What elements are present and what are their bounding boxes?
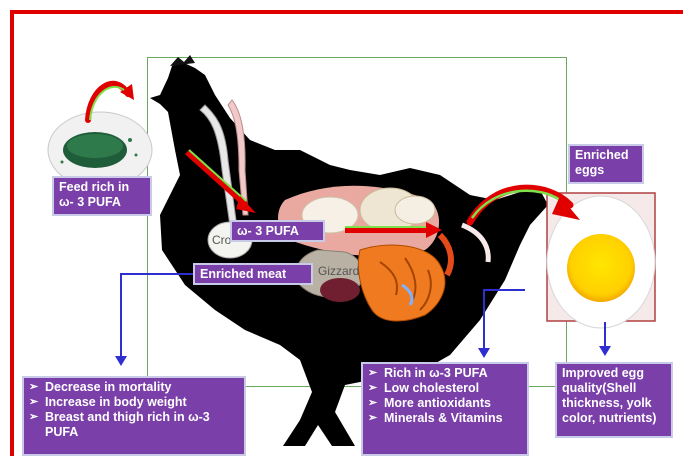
list-item: Increase in body weight: [29, 395, 239, 410]
egg-benefits-list: Rich in ω-3 PUFA Low cholesterol More an…: [368, 366, 522, 426]
list-item: Breast and thigh rich in ω-3 PUFA: [29, 410, 239, 440]
meat-benefits-list: Decrease in mortality Increase in body w…: [29, 380, 239, 440]
pufa-label: ω- 3 PUFA: [237, 224, 299, 238]
enriched-meat-label: Enriched meat: [200, 267, 286, 281]
enriched-meat-box: Enriched meat: [193, 263, 313, 285]
list-item: More antioxidants: [368, 396, 522, 411]
list-item: Rich in ω-3 PUFA: [368, 366, 522, 381]
feed-label-box: Feed rich in ω- 3 PUFA: [52, 176, 152, 216]
enriched-eggs-box: Enriched eggs: [568, 144, 644, 184]
egg-quality-box: Improved egg quality(Shell thickness, yo…: [555, 362, 673, 438]
feed-label: Feed rich in ω- 3 PUFA: [59, 180, 129, 209]
gizzard-label: Gizzard: [318, 264, 359, 278]
pufa-label-box: ω- 3 PUFA: [230, 220, 325, 242]
list-item: Decrease in mortality: [29, 380, 239, 395]
egg-quality-label: Improved egg quality(Shell thickness, yo…: [562, 366, 656, 425]
enriched-eggs-label: Enriched eggs: [575, 148, 629, 177]
crop-label: Cro: [212, 233, 232, 247]
list-item: Minerals & Vitamins: [368, 411, 522, 426]
meat-benefits-box: Decrease in mortality Increase in body w…: [22, 376, 246, 456]
egg-benefits-box: Rich in ω-3 PUFA Low cholesterol More an…: [361, 362, 529, 456]
list-item: Low cholesterol: [368, 381, 522, 396]
